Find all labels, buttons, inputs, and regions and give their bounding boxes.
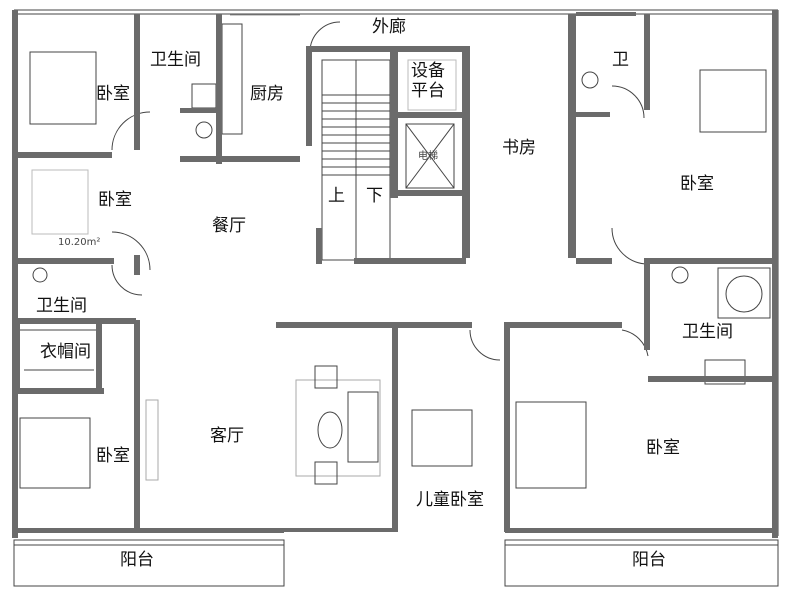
room-label-bedroom-top-left: 卧室 [96, 84, 130, 104]
room-label-bathroom-mid-right: 卫生间 [682, 322, 733, 342]
room-label-equipment-platform: 设备平台 [411, 61, 445, 101]
room-label-dining-room: 餐厅 [212, 216, 246, 236]
room-label-balcony-right: 阳台 [632, 550, 666, 570]
room-label-study: 书房 [502, 138, 536, 158]
room-label-elevator: 电梯 [418, 151, 438, 162]
room-label-children-bedroom: 儿童卧室 [416, 490, 484, 510]
room-label-bedroom-bottom-right: 卧室 [646, 438, 680, 458]
room-label-bedroom-bottom-left: 卧室 [96, 446, 130, 466]
room-label-stair-up: 上 [328, 186, 345, 206]
room-label-bedroom-mid-left-area: 10.20m² [58, 237, 101, 248]
room-label-stair-down: 下 [366, 186, 383, 206]
room-label-outer-corridor: 外廊 [372, 17, 406, 37]
room-label-bathroom-top-right: 卫 [612, 50, 629, 70]
room-label-kitchen: 厨房 [250, 84, 284, 104]
room-label-balcony-left: 阳台 [120, 550, 154, 570]
room-label-bedroom-top-right: 卧室 [680, 174, 714, 194]
walls [12, 10, 778, 538]
room-label-cloakroom: 衣帽间 [40, 342, 91, 362]
room-label-living-room: 客厅 [210, 426, 244, 446]
room-label-bedroom-mid-left: 卧室 [98, 190, 132, 210]
room-label-bathroom-top-left: 卫生间 [150, 50, 201, 70]
room-label-bathroom-mid-left: 卫生间 [36, 296, 87, 316]
